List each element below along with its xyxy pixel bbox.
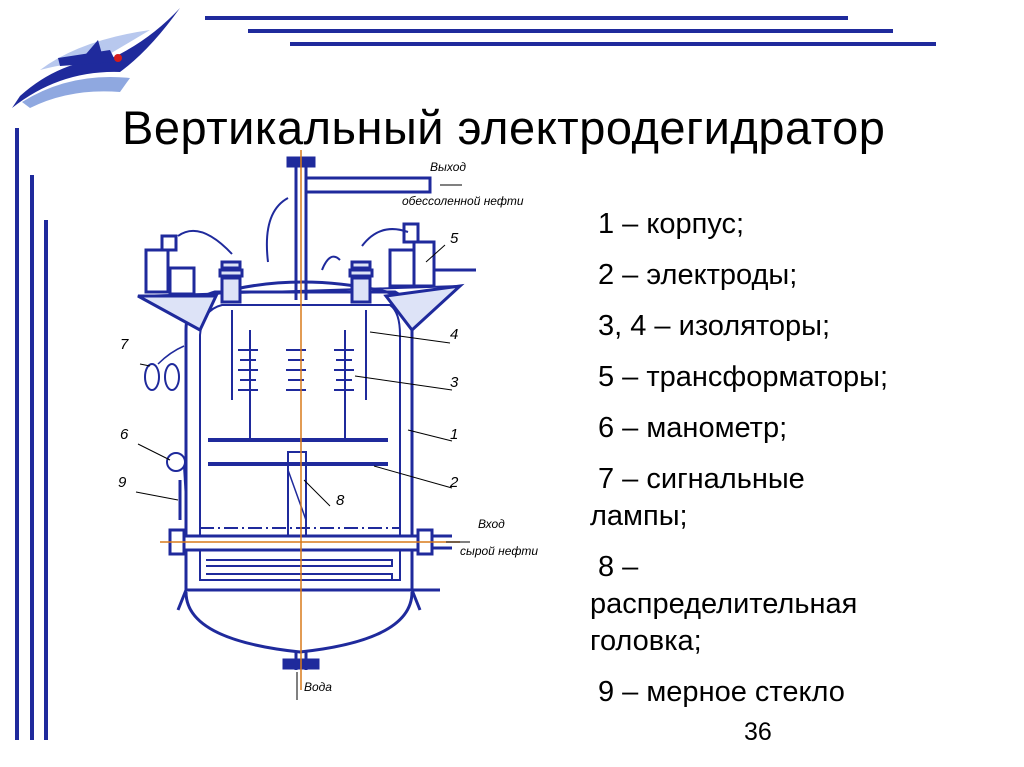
legend-list: 1 – корпус; 2 – электроды; 3, 4 – изолят… — [590, 206, 1020, 725]
slide-title: Вертикальный электродегидратор — [122, 101, 886, 154]
legend-item: 9 – мерное стекло — [598, 676, 845, 708]
water-label: Вода — [304, 680, 332, 694]
callout-4: 4 — [450, 326, 459, 343]
page-number: 36 — [744, 718, 772, 746]
legend-item: 5 – трансформаторы; — [598, 361, 889, 393]
transformer-right — [388, 248, 416, 288]
manometer — [166, 452, 186, 472]
callout-1: 1 — [450, 426, 459, 443]
signal-lamp — [164, 363, 180, 391]
inlet-label-2: сырой нефти — [460, 544, 539, 558]
callout-7: 7 — [120, 336, 129, 353]
outlet-pipe — [306, 176, 432, 194]
callout-6: 6 — [120, 426, 129, 443]
vessel-bottom-head — [184, 591, 414, 654]
insulator-top-right — [348, 260, 374, 304]
signal-lamp — [144, 363, 160, 391]
callout-5: 5 — [450, 230, 459, 247]
outlet-label-1: Выход — [430, 160, 467, 174]
top-platform — [383, 283, 465, 333]
top-platform — [137, 294, 219, 333]
legend-item: 6 – манометр; — [598, 412, 788, 444]
outlet-label-2: обессоленной нефти — [402, 194, 524, 208]
logo-airplane-icon — [12, 8, 180, 108]
transformer-left — [144, 248, 170, 294]
legend-item: 1 – корпус; — [598, 208, 745, 240]
callout-3: 3 — [450, 374, 459, 391]
callout-8: 8 — [336, 492, 345, 509]
callout-9: 9 — [118, 474, 127, 491]
legend-item: 3, 4 – изоляторы; — [598, 310, 831, 342]
insulator-top-left — [218, 260, 244, 304]
legend-item: 2 – электроды; — [598, 259, 798, 291]
inlet-label-1: Вход — [478, 517, 505, 531]
inlet-manifold — [178, 534, 420, 552]
suspended-insulator — [238, 349, 354, 391]
legend-item: 7 – сигнальные лампы; — [590, 463, 805, 532]
callout-2: 2 — [450, 474, 459, 491]
legend-item: 8 – распределительная головка; — [590, 551, 858, 657]
